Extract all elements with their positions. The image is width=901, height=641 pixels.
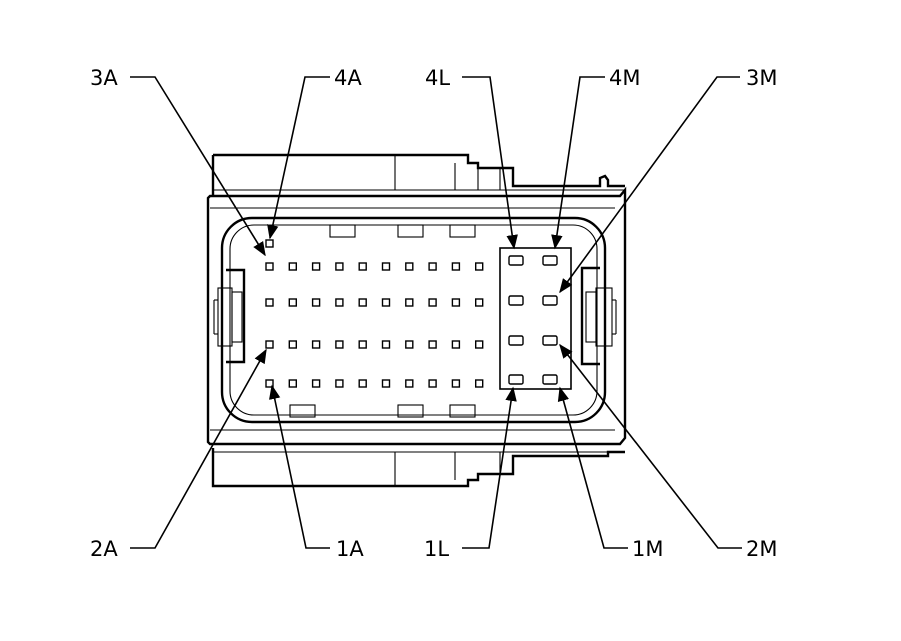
pin-main-r3-c3 xyxy=(311,340,321,349)
pin-main-r1-c1 xyxy=(265,262,274,271)
right-block-pin-grid xyxy=(508,255,558,385)
right-pin-block xyxy=(499,247,572,390)
pin-main-r1-c2 xyxy=(288,262,297,271)
leader-2m xyxy=(559,343,742,549)
leader-1a xyxy=(269,384,330,549)
pin-main-r4-c1 xyxy=(265,379,274,388)
right-latch xyxy=(580,266,617,366)
pin-main-r2-c6 xyxy=(381,298,391,307)
pin-block-r4-c2 xyxy=(542,374,558,385)
pin-block-r2-c2 xyxy=(542,295,558,306)
pin-main-r2-c10 xyxy=(475,298,484,307)
connector-bottom-housing xyxy=(211,448,625,488)
pin-main-r4-c6 xyxy=(381,379,391,388)
connector-body xyxy=(206,186,627,446)
leader-4a xyxy=(267,76,330,240)
pin-main-r3-c2 xyxy=(288,340,297,349)
main-pin-grid xyxy=(265,239,484,388)
pin-block-r1-c1 xyxy=(508,255,524,266)
pin-main-r2-c5 xyxy=(358,298,367,307)
pin-main-r3-c5 xyxy=(358,340,367,349)
pin-main-r1-c5 xyxy=(358,262,367,271)
label-1m: 1M xyxy=(632,537,663,561)
connector-top-housing xyxy=(211,153,625,196)
leader-4l xyxy=(462,76,518,250)
label-3m: 3M xyxy=(746,66,777,90)
pin-main-r2-c1 xyxy=(265,298,274,307)
pin-main-r1-c8 xyxy=(428,262,437,271)
pin-block-r3-c1 xyxy=(508,335,524,346)
pin-main-r1-c10 xyxy=(475,262,484,271)
pin-main-r4-c8 xyxy=(428,379,437,388)
pin-main-r3-c4 xyxy=(335,340,344,349)
pin-main-r2-c8 xyxy=(428,298,437,307)
pin-main-r3-c9 xyxy=(451,340,461,349)
label-1a: 1A xyxy=(336,537,364,561)
pin-block-r4-c1 xyxy=(508,374,524,385)
pin-4a xyxy=(265,239,274,248)
pin-main-r4-c4 xyxy=(335,379,344,388)
left-latch xyxy=(213,268,246,364)
pin-block-r3-c2 xyxy=(542,335,558,346)
pin-main-r4-c5 xyxy=(358,379,367,388)
label-4m: 4M xyxy=(609,66,640,90)
leader-2a xyxy=(130,348,267,549)
pin-main-r2-c4 xyxy=(335,298,344,307)
leader-3m xyxy=(559,76,740,294)
pin-main-r2-c7 xyxy=(405,298,414,307)
label-1l: 1L xyxy=(424,537,449,561)
pin-main-r4-c3 xyxy=(311,379,321,388)
pin-main-r3-c10 xyxy=(475,340,484,349)
leader-3a xyxy=(130,76,266,257)
pin-main-r3-c8 xyxy=(428,340,437,349)
pin-main-r4-c10 xyxy=(475,379,484,388)
label-4l: 4L xyxy=(425,66,450,90)
pin-block-r2-c1 xyxy=(508,295,524,306)
leader-1m xyxy=(557,386,628,549)
pin-main-r1-c7 xyxy=(405,262,414,271)
label-2m: 2M xyxy=(746,537,777,561)
label-3a: 3A xyxy=(90,66,118,90)
pin-main-r3-c6 xyxy=(381,340,391,349)
pin-main-r4-c7 xyxy=(405,379,414,388)
pin-main-r4-c9 xyxy=(451,379,461,388)
pin-main-r3-c1 xyxy=(265,340,274,349)
leader-4m xyxy=(551,76,605,250)
pin-main-r1-c3 xyxy=(311,262,321,271)
pin-main-r2-c2 xyxy=(288,298,297,307)
pin-main-r3-c7 xyxy=(405,340,414,349)
pin-main-r4-c2 xyxy=(288,379,297,388)
pin-main-r2-c3 xyxy=(311,298,321,307)
top-keys xyxy=(289,224,476,418)
pin-main-r1-c9 xyxy=(451,262,461,271)
pin-main-r1-c4 xyxy=(335,262,344,271)
leader-1l xyxy=(462,386,517,549)
pin-block-r1-c2 xyxy=(542,255,558,266)
label-4a: 4A xyxy=(334,66,362,90)
pin-main-r2-c9 xyxy=(451,298,461,307)
pin-main-r1-c6 xyxy=(381,262,391,271)
label-2a: 2A xyxy=(90,537,118,561)
